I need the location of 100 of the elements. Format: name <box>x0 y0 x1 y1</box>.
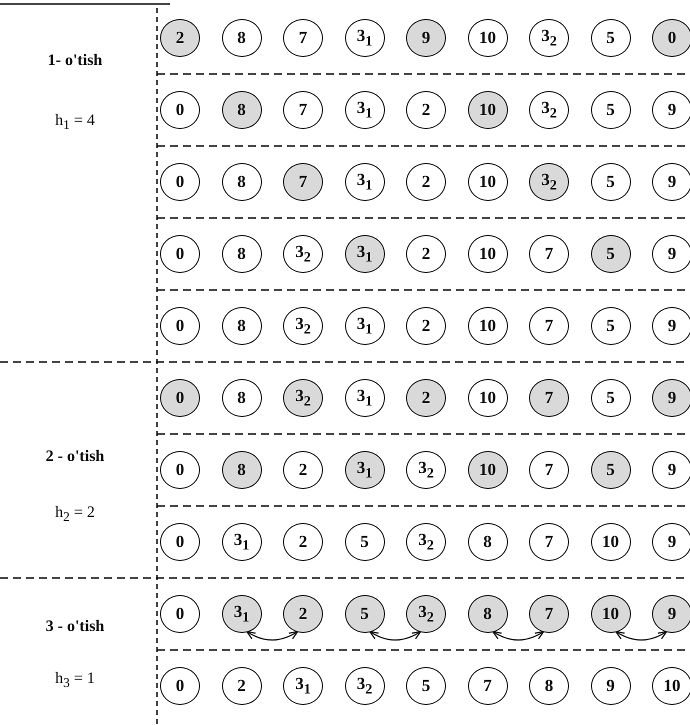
number-circle: 5 <box>590 19 630 57</box>
number-circle: 3$_{1}$ <box>344 19 384 57</box>
number-circle: 3$_{1}$ <box>344 379 384 417</box>
number-circle: 8 <box>468 595 508 633</box>
number-circle: 10 <box>468 451 508 489</box>
number-circle: 3$_{1}$ <box>344 307 384 345</box>
number-circle: 3$_{1}$ <box>222 523 262 561</box>
number-circle: 7 <box>283 19 323 57</box>
pass-label: 1- o'tish <box>46 52 104 70</box>
number-circle: 9 <box>652 451 690 489</box>
number-circle: 2 <box>222 667 262 705</box>
number-circle: 2 <box>406 307 446 345</box>
number-circle: 3$_{2}$ <box>406 595 446 633</box>
number-circle: 8 <box>222 451 262 489</box>
number-circle: 9 <box>652 523 690 561</box>
number-circle: 0 <box>160 595 200 633</box>
number-circle: 7 <box>529 235 569 273</box>
number-circle: 5 <box>344 595 384 633</box>
number-circle: 7 <box>529 595 569 633</box>
number-circle: 0 <box>160 91 200 129</box>
number-circle: 10 <box>468 163 508 201</box>
number-circle: 8 <box>468 523 508 561</box>
swap-arrow <box>369 630 422 641</box>
number-circle: 3$_{1}$ <box>344 163 384 201</box>
number-circle: 10 <box>468 91 508 129</box>
number-circle: 10 <box>468 19 508 57</box>
number-circle: 0 <box>652 19 690 57</box>
number-circle: 8 <box>222 19 262 57</box>
number-circle: 5 <box>406 667 446 705</box>
number-circle: 8 <box>222 91 262 129</box>
number-circle: 5 <box>590 379 630 417</box>
number-circle: 8 <box>529 667 569 705</box>
swap-arrow <box>615 630 668 641</box>
number-circle: 10 <box>468 235 508 273</box>
number-circle: 5 <box>590 235 630 273</box>
number-circle: 7 <box>529 307 569 345</box>
number-circle: 2 <box>283 595 323 633</box>
pass-label: 2 - o'tish <box>44 448 106 466</box>
number-circle: 3$_{2}$ <box>344 667 384 705</box>
number-circle: 2 <box>406 91 446 129</box>
number-circle: 7 <box>283 163 323 201</box>
number-circle: 3$_{1}$ <box>344 451 384 489</box>
number-circle: 5 <box>590 91 630 129</box>
gap-label: h$_{1}$ = 4 <box>54 112 96 134</box>
number-circle: 3$_{1}$ <box>344 91 384 129</box>
number-circle: 9 <box>652 91 690 129</box>
number-circle: 7 <box>529 379 569 417</box>
number-circle: 0 <box>160 163 200 201</box>
number-circle: 7 <box>468 667 508 705</box>
number-circle: 10 <box>590 595 630 633</box>
swap-arrow <box>492 630 544 641</box>
number-circle: 0 <box>160 307 200 345</box>
number-circle: 9 <box>652 235 690 273</box>
number-circle: 3$_{2}$ <box>283 235 323 273</box>
number-circle: 0 <box>160 667 200 705</box>
number-circle: 7 <box>529 523 569 561</box>
number-circle: 9 <box>652 307 690 345</box>
number-circle: 2 <box>160 19 200 57</box>
number-circle: 8 <box>222 307 262 345</box>
number-circle: 3$_{1}$ <box>222 595 262 633</box>
number-circle: 3$_{2}$ <box>529 19 569 57</box>
number-circle: 3$_{1}$ <box>344 235 384 273</box>
number-circle: 8 <box>222 379 262 417</box>
number-circle: 9 <box>652 163 690 201</box>
number-circle: 0 <box>160 379 200 417</box>
number-circle: 9 <box>652 595 690 633</box>
number-circle: 2 <box>406 163 446 201</box>
number-circle: 3$_{2}$ <box>406 523 446 561</box>
number-circle: 2 <box>283 451 323 489</box>
number-circle: 9 <box>652 379 690 417</box>
number-circle: 8 <box>222 163 262 201</box>
swap-arrow <box>246 630 298 641</box>
number-circle: 7 <box>283 91 323 129</box>
number-circle: 0 <box>160 523 200 561</box>
number-circle: 2 <box>283 523 323 561</box>
number-circle: 10 <box>468 379 508 417</box>
number-circle: 3$_{1}$ <box>283 667 323 705</box>
number-circle: 3$_{2}$ <box>529 163 569 201</box>
number-circle: 7 <box>529 451 569 489</box>
number-circle: 9 <box>406 19 446 57</box>
number-circle: 3$_{2}$ <box>283 307 323 345</box>
number-circle: 3$_{2}$ <box>406 451 446 489</box>
number-circle: 5 <box>590 451 630 489</box>
number-circle: 0 <box>160 235 200 273</box>
number-circle: 10 <box>652 667 690 705</box>
gap-label: h$_{3}$ = 1 <box>54 670 96 692</box>
number-circle: 5 <box>590 163 630 201</box>
gap-label: h$_{2}$ = 2 <box>54 504 96 526</box>
number-circle: 9 <box>590 667 630 705</box>
number-circle: 2 <box>406 379 446 417</box>
pass-label: 3 - o'tish <box>44 618 106 636</box>
number-circle: 2 <box>406 235 446 273</box>
number-circle: 3$_{2}$ <box>529 91 569 129</box>
number-circle: 0 <box>160 451 200 489</box>
number-circle: 10 <box>590 523 630 561</box>
number-circle: 8 <box>222 235 262 273</box>
number-circle: 5 <box>344 523 384 561</box>
number-circle: 10 <box>468 307 508 345</box>
number-circle: 5 <box>590 307 630 345</box>
number-circle: 3$_{2}$ <box>283 379 323 417</box>
